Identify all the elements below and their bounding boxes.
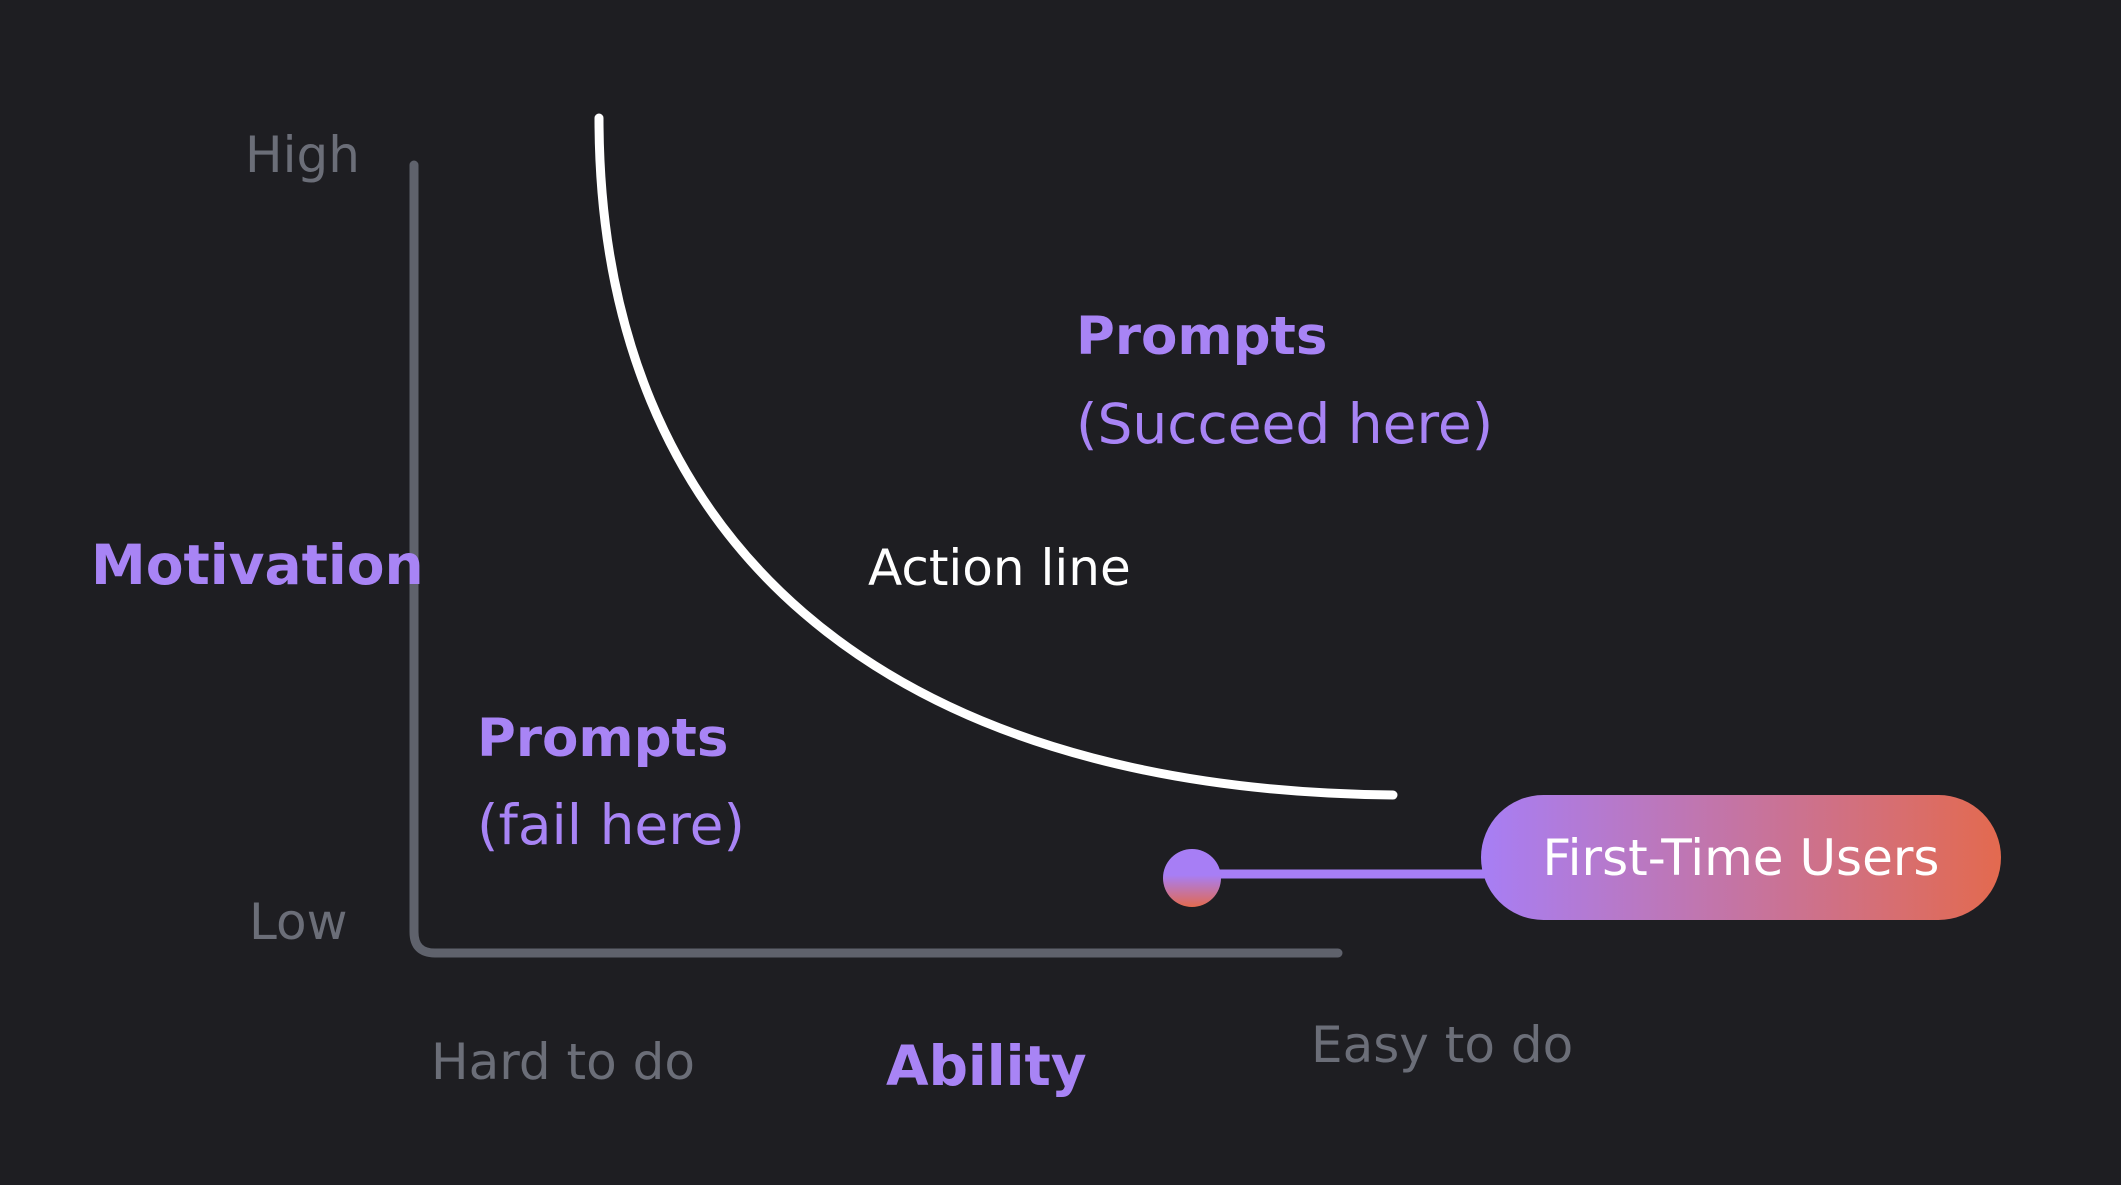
y-axis-title: Motivation (91, 533, 424, 597)
action-line-label: Action line (868, 539, 1131, 597)
zone-above-subtitle: (Succeed here) (1076, 392, 1494, 456)
zone-above-title: Prompts (1076, 306, 1328, 367)
y-axis-high-label: High (245, 126, 360, 184)
axes-line (409, 160, 1343, 958)
x-axis-hard-label: Hard to do (431, 1033, 695, 1091)
first-time-users-badge: First-Time Users (1481, 795, 2001, 920)
zone-below-subtitle: (fail here) (477, 793, 745, 857)
first-time-users-label: First-Time Users (1542, 828, 1940, 887)
action-line-curve (594, 113, 1398, 800)
x-axis-title: Ability (886, 1034, 1087, 1098)
zone-below-title: Prompts (477, 708, 729, 769)
y-axis-low-label: Low (249, 893, 348, 951)
marker-dot (1163, 849, 1221, 907)
x-axis-easy-label: Easy to do (1311, 1016, 1574, 1074)
